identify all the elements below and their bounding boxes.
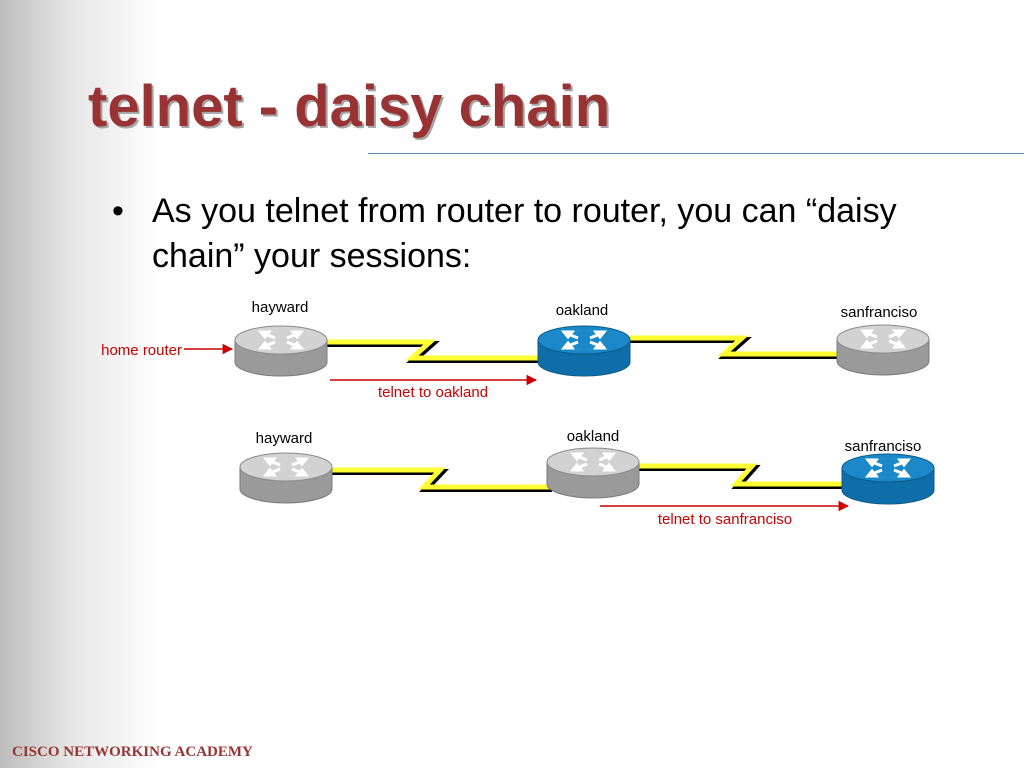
router-sanfranciso-icon — [841, 453, 935, 505]
router-oakland-icon — [546, 447, 640, 499]
bullet-marker: • — [112, 192, 124, 230]
bullet-item: • As you telnet from router to router, y… — [112, 189, 972, 279]
router-label-hayward: hayward — [252, 299, 309, 316]
router-sanfranciso-icon — [836, 324, 930, 376]
title-divider — [368, 153, 1024, 154]
router-hayward-icon — [234, 325, 328, 377]
telnet-sanfranciso-label: telnet to sanfranciso — [658, 511, 792, 528]
router-label-hayward: hayward — [256, 430, 313, 447]
bullet-text: As you telnet from router to router, you… — [152, 192, 897, 275]
router-hayward-icon — [239, 452, 333, 504]
serial-link-oakland-sanfranciso-2 — [636, 463, 844, 487]
router-label-oakland: oakland — [556, 302, 609, 319]
router-label-sanfranciso: sanfranciso — [841, 304, 918, 321]
footer-brand: CISCO NETWORKING ACADEMY — [12, 744, 253, 760]
home-router-label: home router — [101, 342, 182, 359]
slide-title: telnet - daisy chain — [88, 74, 611, 139]
router-label-sanfranciso: sanfranciso — [845, 438, 922, 455]
serial-link-oakland-sanfranciso — [628, 335, 838, 357]
serial-link-hayward-oakland — [325, 339, 540, 361]
router-oakland-icon — [537, 325, 631, 377]
telnet-oakland-label: telnet to oakland — [378, 384, 488, 401]
bullet-list: • As you telnet from router to router, y… — [112, 189, 972, 279]
router-label-oakland: oakland — [567, 428, 620, 445]
serial-link-hayward-oakland-2 — [330, 467, 550, 490]
